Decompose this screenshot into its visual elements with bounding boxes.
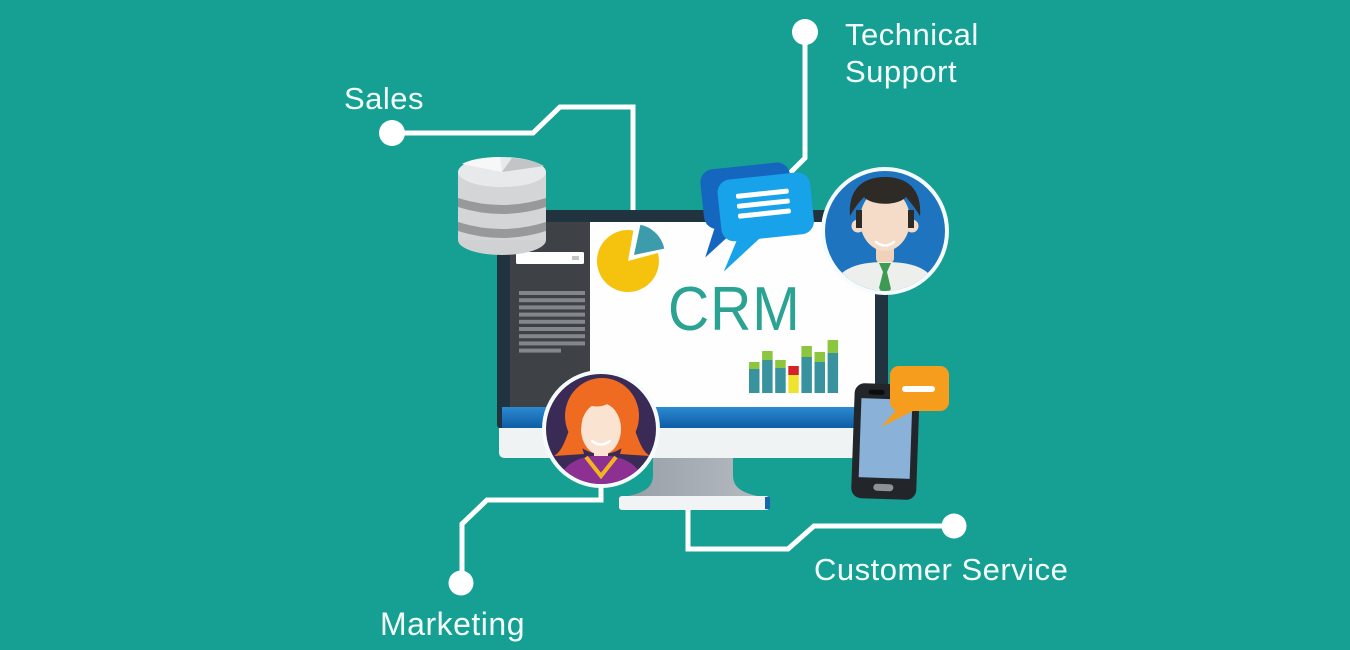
phone-speaker xyxy=(868,389,885,395)
bar-body xyxy=(827,353,839,393)
sidebar-text-line xyxy=(519,327,585,331)
pie-slice-main xyxy=(596,230,659,293)
monitor-stand-neck xyxy=(624,456,762,497)
chat-text-line xyxy=(736,198,790,209)
bar-body xyxy=(762,360,773,393)
sidebar-text-line xyxy=(519,312,585,317)
phone-screen xyxy=(858,398,913,479)
pie-chart xyxy=(596,224,665,293)
marketing-label: Marketing xyxy=(380,606,525,642)
sidebar-text-line xyxy=(519,319,585,324)
monitor-stand-base-accent xyxy=(765,497,770,509)
sidebar-text-lines xyxy=(519,291,585,353)
avatar-collar xyxy=(584,455,618,480)
marketing-dot xyxy=(448,570,474,596)
bar-cap xyxy=(827,340,839,353)
sales-connector-line xyxy=(392,104,636,215)
sales-dot xyxy=(379,120,405,146)
crm-screen-title: CRM xyxy=(668,275,801,344)
database-icon xyxy=(458,156,546,255)
bar-cap xyxy=(775,360,786,368)
avatar-smile xyxy=(590,439,612,446)
avatar-hair xyxy=(849,177,921,216)
sidebar-text-line xyxy=(519,341,585,346)
technical-support-connector-line xyxy=(784,40,808,179)
monitor-stand-base xyxy=(619,496,769,510)
pie-slice-highlight xyxy=(634,224,665,255)
sidebar-text-line xyxy=(519,348,561,353)
database-band xyxy=(458,198,546,214)
callout-connectors xyxy=(379,19,967,596)
orange-chat-bubble-icon xyxy=(881,366,949,427)
bar-chart xyxy=(749,340,839,393)
customer-service-label: Customer Service xyxy=(814,552,1069,587)
bar-body xyxy=(775,368,786,393)
bar-body xyxy=(814,362,825,393)
bar-cap xyxy=(749,362,760,369)
phone-home-button xyxy=(873,483,894,492)
avatar-face xyxy=(581,403,621,455)
male-agent-avatar xyxy=(821,167,949,295)
technical-support-dot xyxy=(792,19,818,45)
technical-support-label-line2: Support xyxy=(845,54,958,89)
bar-body xyxy=(749,369,760,393)
technical-support-label-line1: Technical xyxy=(845,17,979,52)
customer-service-dot xyxy=(941,513,967,539)
chat-text-line xyxy=(735,188,789,199)
sidebar-text-line xyxy=(519,305,585,310)
chat-bubbles-icon xyxy=(700,162,814,272)
sidebar-text-line xyxy=(519,291,585,295)
sales-label: Sales xyxy=(344,81,425,116)
avatar-fringe xyxy=(580,388,631,430)
chat-text-line xyxy=(738,208,791,219)
customer-service-connector-line xyxy=(685,503,952,552)
database-top-shade xyxy=(502,158,544,172)
database-top-highlight xyxy=(462,156,502,172)
bar-body xyxy=(788,375,799,393)
chat-text-line xyxy=(902,386,935,392)
avatar-shirt xyxy=(558,456,644,484)
desktop-monitor-icon xyxy=(497,210,888,510)
avatar-smile xyxy=(874,240,896,247)
bar-cap xyxy=(814,352,825,362)
bar-cap xyxy=(788,366,799,375)
chat-bubble-front xyxy=(717,172,814,272)
sidebar-text-line xyxy=(519,298,585,303)
bar-cap xyxy=(801,346,812,357)
database-band xyxy=(458,222,546,238)
avatar-face xyxy=(860,189,910,251)
bar-cap xyxy=(762,351,773,360)
sidebar-search-input xyxy=(516,252,584,264)
marketing-connector-line xyxy=(459,478,604,572)
technical-support-label: Technical Support xyxy=(845,16,979,90)
bar-body xyxy=(801,357,812,393)
sidebar-search-mark xyxy=(572,256,579,260)
female-agent-avatar xyxy=(542,370,660,488)
sidebar-text-line xyxy=(519,334,585,339)
avatar-tie xyxy=(879,263,891,291)
